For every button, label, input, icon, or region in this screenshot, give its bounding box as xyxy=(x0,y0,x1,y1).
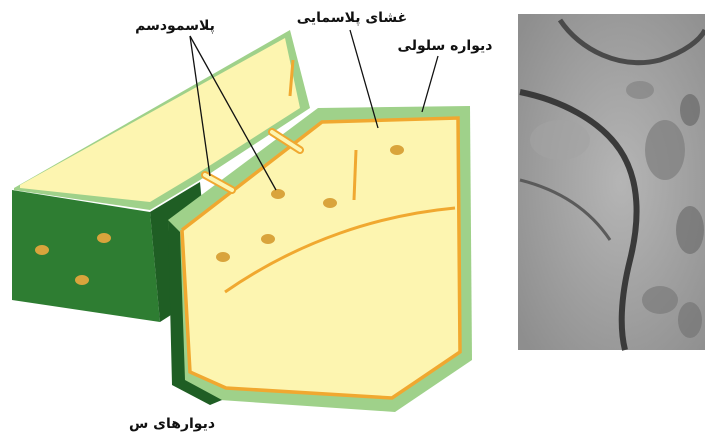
plasma-membrane-label: غشای پلاسمایی xyxy=(297,10,408,26)
right-cell-dot xyxy=(216,252,230,262)
right-cell-dot xyxy=(261,234,275,244)
membrane-fold-line xyxy=(354,150,356,200)
right-cell-dot xyxy=(323,198,337,208)
left-cell-dot xyxy=(35,245,49,255)
figure-caption: دیوارهای س xyxy=(129,416,215,432)
left-cell-dot xyxy=(97,233,111,243)
plasmodesma-label: پلاسمودسم xyxy=(135,18,215,34)
left-cell-dot xyxy=(75,275,89,285)
cell-wall-label: دیواره سلولی xyxy=(398,38,493,54)
right-cell-dot xyxy=(271,189,285,199)
right-cell-dot xyxy=(390,145,404,155)
left-cell-front-face xyxy=(12,190,160,322)
electron-micrograph xyxy=(518,14,705,350)
